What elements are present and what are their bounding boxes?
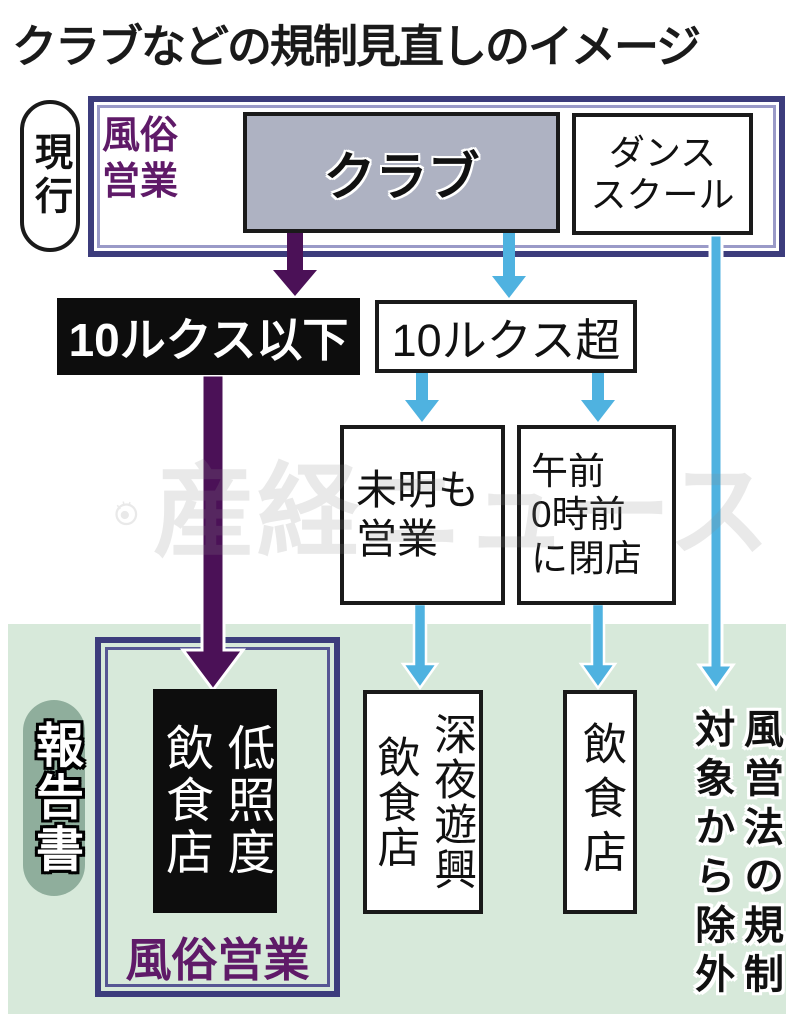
current-tag: 現行 xyxy=(20,100,80,252)
restaurant-box: 飲食店 xyxy=(563,690,637,914)
fuzoku-eigyo-label-top: 風俗 営業 xyxy=(102,115,179,203)
eye-icon xyxy=(115,501,138,526)
close-before-midnight-box: 午前 0時前 に閉店 xyxy=(517,425,676,605)
arrow-lux-above-to-midnight xyxy=(581,372,615,422)
lux-below-10-box: 10ルクス以下 xyxy=(57,298,360,375)
low-light-restaurant-box: 低照度 飲食店 xyxy=(153,689,277,913)
club-box: クラブ xyxy=(243,112,560,233)
late-night-entertainment-restaurant-box: 深夜遊興 飲食店 xyxy=(363,690,483,914)
excluded-from-fueiho-label: 風営法の規制 対象から除外 xyxy=(689,708,782,1002)
lux-above-10-box: 10ルクス超 xyxy=(375,300,637,373)
dance-school-box: ダンス スクール xyxy=(572,113,753,235)
diagram-title: クラブなどの規制見直しのイメージ xyxy=(12,21,701,72)
fuzoku-eigyo-label-bottom: 風俗営業 xyxy=(125,934,310,986)
report-tag: 報告書 xyxy=(23,700,85,896)
arrow-dance-school-to-excluded xyxy=(696,233,736,692)
arrow-lux-above-to-predawn xyxy=(405,372,439,422)
current-regulation-box-inner-line xyxy=(97,105,776,248)
open-predawn-box: 未明も 営業 xyxy=(340,425,505,605)
